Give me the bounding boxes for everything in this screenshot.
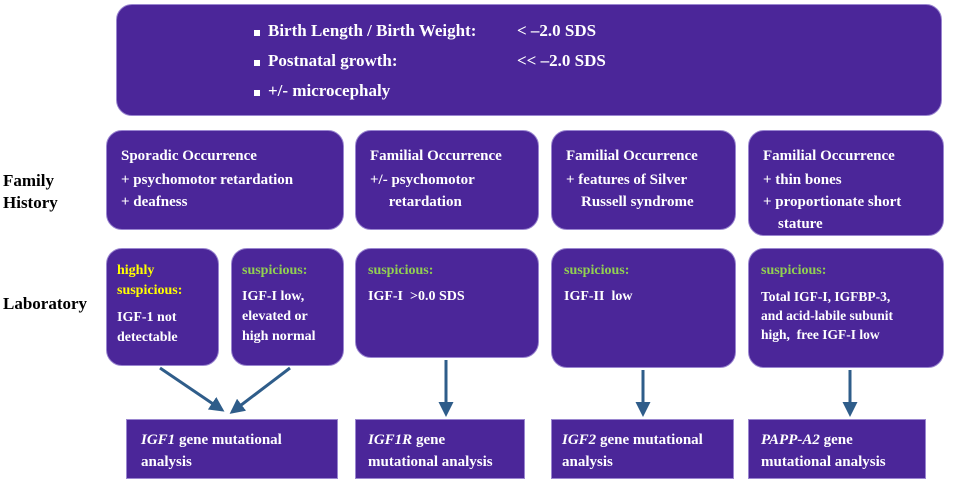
analysis-box-igf2: IGF2 gene mutational analysis <box>551 419 734 479</box>
analysis-text: analysis <box>562 454 613 470</box>
family-line: + proportionate short <box>763 194 902 210</box>
analysis-text: mutational analysis <box>368 454 493 470</box>
lab-box-suspicious-igf1: suspicious: IGF-I low, elevated or high … <box>231 248 344 366</box>
family-box-familial-igf1r: Familial Occurrence +/- psychomotor reta… <box>355 130 539 230</box>
lab-heading: suspicious: <box>117 283 183 298</box>
analysis-text: mutational analysis <box>761 454 886 470</box>
analysis-text: analysis <box>141 454 192 470</box>
family-line: + features of Silver <box>566 172 688 188</box>
analysis-box-igf1r: IGF1R gene mutational analysis <box>355 419 525 479</box>
family-box-familial-igf2: Familial Occurrence + features of Silver… <box>551 130 736 230</box>
lab-line: IGF-I low, <box>242 289 305 304</box>
arrow-icon <box>159 366 225 412</box>
row-label-family-history: Family History <box>3 171 58 212</box>
lab-line: IGF-1 not <box>117 310 177 325</box>
family-line: + thin bones <box>763 172 842 188</box>
lab-heading: suspicious: <box>761 263 827 278</box>
family-box-familial-pappa2: Familial Occurrence + thin bones + propo… <box>748 130 944 236</box>
criteria-value-birth: < –2.0 SDS <box>517 21 597 40</box>
gene-name: IGF1R <box>368 432 413 448</box>
criteria-label-microcephaly: +/- microcephaly <box>268 81 391 100</box>
analysis-text: gene <box>412 432 446 448</box>
arrow-icon <box>229 366 291 414</box>
lab-heading: suspicious: <box>368 263 434 278</box>
family-box-sporadic: Sporadic Occurrence + psychomotor retard… <box>106 130 344 230</box>
bullet-icon <box>254 90 260 96</box>
lab-line: high normal <box>242 329 316 344</box>
lab-line: Total IGF-I, IGFBP-3, <box>761 289 891 304</box>
family-line: stature <box>763 216 823 232</box>
family-title: Familial Occurrence <box>370 148 502 164</box>
lab-heading: suspicious: <box>242 263 308 278</box>
lab-line: and acid-labile subunit <box>761 308 894 323</box>
lab-line: IGF-II low <box>564 289 633 304</box>
lab-heading: suspicious: <box>564 263 630 278</box>
family-line: + psychomotor retardation <box>121 172 294 188</box>
lab-heading: highly <box>117 263 155 278</box>
lab-line: elevated or <box>242 309 308 324</box>
analysis-box-pappa2: PAPP-A2 gene mutational analysis <box>748 419 926 479</box>
lab-box-highly-suspicious: highly suspicious: IGF-1 not detectable <box>106 248 219 366</box>
family-title: Familial Occurrence <box>763 148 895 164</box>
criteria-value-postnatal: << –2.0 SDS <box>517 51 606 70</box>
lab-box-suspicious-igf2: suspicious: IGF-II low <box>551 248 736 368</box>
family-line: Russell syndrome <box>566 194 694 210</box>
criteria-box: Birth Length / Birth Weight: < –2.0 SDS … <box>116 4 942 116</box>
analysis-box-igf1: IGF1 gene mutational analysis <box>126 419 338 479</box>
family-title: Familial Occurrence <box>566 148 698 164</box>
bullet-icon <box>254 30 260 36</box>
row-label-laboratory: Laboratory <box>3 294 88 313</box>
criteria-label-postnatal: Postnatal growth: <box>268 51 398 70</box>
lab-line: detectable <box>117 330 178 345</box>
family-title: Sporadic Occurrence <box>121 148 257 164</box>
analysis-text: gene mutational <box>175 432 282 448</box>
bullet-icon <box>254 60 260 66</box>
criteria-label-birth: Birth Length / Birth Weight: <box>268 21 477 40</box>
analysis-text: gene <box>819 432 853 448</box>
family-line: +/- psychomotor <box>370 172 475 188</box>
gene-name: PAPP-A2 <box>761 432 820 448</box>
analysis-text: gene mutational <box>596 432 703 448</box>
gene-name: IGF2 <box>562 432 597 448</box>
lab-line: IGF-I >0.0 SDS <box>368 289 465 304</box>
family-line: + deafness <box>121 194 188 210</box>
gene-name: IGF1 <box>141 432 176 448</box>
lab-box-suspicious-pappa2: suspicious: Total IGF-I, IGFBP-3, and ac… <box>748 248 944 368</box>
family-line: retardation <box>370 194 462 210</box>
lab-line: high, free IGF-I low <box>761 327 880 342</box>
lab-box-suspicious-igf1r: suspicious: IGF-I >0.0 SDS <box>355 248 539 358</box>
